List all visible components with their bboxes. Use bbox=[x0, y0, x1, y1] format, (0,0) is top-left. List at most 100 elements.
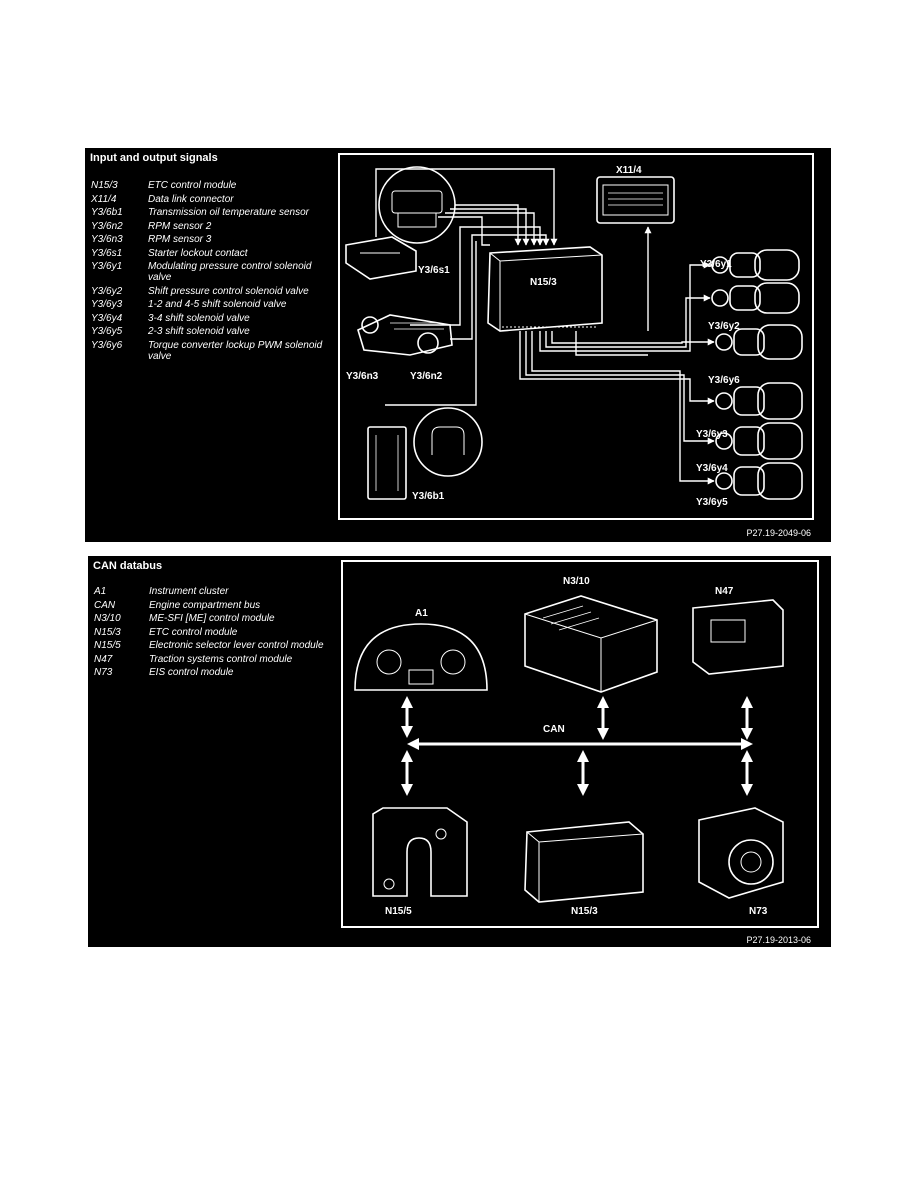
can-bus-diagram: A1 N3/10 N47 CAN N15/5 N15/3 N73 bbox=[341, 560, 819, 928]
legend-code: Y3/6y4 bbox=[91, 312, 123, 324]
legend-code: Y3/6y6 bbox=[91, 339, 123, 351]
legend-list: N15/3 ETC control module X11/4 Data link c… bbox=[91, 180, 323, 364]
legend-code: Y3/6y3 bbox=[91, 299, 123, 310]
legend-code: Y3/6n3 bbox=[91, 234, 123, 245]
me-sfi-control-module-n3-10 bbox=[524, 595, 658, 693]
input-output-signals-panel: Input and output signals N15/3 ETC contro… bbox=[85, 148, 831, 542]
legend-item: CAN Engine compartment bus bbox=[94, 600, 324, 611]
legend-desc: 2-3 shift solenoid valve bbox=[148, 326, 250, 337]
legend-desc: Transmission oil temperature sensor bbox=[148, 207, 309, 218]
legend-item: Y3/6y6 Torque converter lockup PWM soleno… bbox=[91, 340, 323, 362]
y3-6n3-label: Y3/6n3 bbox=[346, 371, 379, 382]
y3-6b1-label: Y3/6b1 bbox=[412, 491, 445, 502]
legend-desc: EIS control module bbox=[149, 667, 234, 678]
legend-item: Y3/6s1 Starter lockout contact bbox=[91, 248, 323, 259]
legend-item: X11/4 Data link connector bbox=[91, 194, 323, 205]
traction-systems-control-module-n47 bbox=[692, 599, 784, 675]
starter-lockout-circle bbox=[378, 166, 456, 244]
y3-6y3-label: Y3/6y3 bbox=[696, 429, 728, 440]
oil-temperature-sensor-y3-6b1 bbox=[367, 426, 407, 500]
legend-desc: ETC control module bbox=[148, 180, 237, 191]
signal-wiring-diagram: X11/4 N15/3 Y3/6s1 Y3/6n3 Y3/6n2 Y3/6b1 … bbox=[338, 153, 814, 520]
n15-3-label: N15/3 bbox=[571, 906, 598, 917]
x11-4-label: X11/4 bbox=[616, 165, 642, 176]
legend-desc: Traction systems control module bbox=[149, 653, 293, 665]
panel-title: Input and output signals bbox=[90, 152, 218, 164]
legend-desc: RPM sensor 3 bbox=[148, 234, 212, 245]
panel-title: CAN databus bbox=[93, 560, 163, 572]
legend-desc: RPM sensor 2 bbox=[148, 220, 212, 232]
figure-reference: P27.19-2049-06 bbox=[746, 528, 811, 538]
legend-code: Y3/6s1 bbox=[91, 247, 123, 259]
etc-control-module-n15-3 bbox=[487, 246, 603, 332]
selector-lever-module-n15-5 bbox=[372, 807, 468, 897]
legend-code: Y3/6y2 bbox=[91, 285, 123, 297]
legend-desc: Starter lockout contact bbox=[148, 247, 248, 259]
can-bus-lines bbox=[401, 696, 753, 796]
y3-6s1-label: Y3/6s1 bbox=[418, 265, 450, 276]
y3-6y6-label: Y3/6y6 bbox=[708, 375, 740, 386]
legend-code: N3/10 bbox=[94, 613, 121, 624]
legend-code: Y3/6y1 bbox=[91, 261, 123, 272]
instrument-cluster-a1 bbox=[354, 623, 488, 691]
n3-10-label: N3/10 bbox=[563, 576, 590, 587]
legend-code: N15/3 bbox=[91, 180, 118, 191]
legend-item: Y3/6y5 2-3 shift solenoid valve bbox=[91, 326, 323, 337]
wiring-diagram-svg: X11/4 N15/3 Y3/6s1 Y3/6n3 Y3/6n2 Y3/6b1 … bbox=[345, 165, 803, 508]
legend-desc: Instrument cluster bbox=[149, 586, 229, 597]
legend-item: Y3/6n2 RPM sensor 2 bbox=[91, 221, 323, 232]
legend-item: N3/10 ME-SFI [ME] control module bbox=[94, 613, 324, 624]
legend-item: Y3/6n3 RPM sensor 3 bbox=[91, 234, 323, 245]
legend-desc: 3-4 shift solenoid valve bbox=[148, 312, 250, 324]
legend-item: N15/3 ETC control module bbox=[91, 180, 323, 191]
legend-desc: Modulating pressure control solenoid val… bbox=[148, 261, 312, 283]
legend-desc: Engine compartment bus bbox=[149, 599, 261, 611]
y3-6y2-label: Y3/6y2 bbox=[708, 321, 740, 332]
can-databus-panel: CAN databus A1 Instrument cluster CAN Engi… bbox=[88, 556, 831, 947]
legend-desc: Torque converter lockup PWM solenoid val… bbox=[148, 339, 323, 362]
etc-control-module-n15-3 bbox=[524, 821, 644, 903]
legend-desc: Shift pressure control solenoid valve bbox=[148, 285, 309, 297]
legend-item: Y3/6b1 Transmission oil temperature senso… bbox=[91, 207, 323, 218]
legend-code: CAN bbox=[94, 599, 116, 611]
legend-code: N15/3 bbox=[94, 626, 121, 638]
legend-code: A1 bbox=[94, 586, 107, 597]
legend-desc: ETC control module bbox=[149, 626, 238, 638]
legend-code: X11/4 bbox=[91, 193, 117, 205]
legend-item: A1 Instrument cluster bbox=[94, 586, 324, 597]
can-label: CAN bbox=[543, 724, 565, 735]
n73-label: N73 bbox=[749, 906, 768, 917]
rpm-sensor-bracket bbox=[357, 314, 453, 356]
legend-item: N47 Traction systems control module bbox=[94, 654, 324, 665]
legend-list: A1 Instrument cluster CAN Engine compartme… bbox=[94, 586, 324, 681]
y3-6n2-label: Y3/6n2 bbox=[410, 371, 443, 382]
legend-code: Y3/6y5 bbox=[91, 326, 123, 337]
legend-item: N15/3 ETC control module bbox=[94, 627, 324, 638]
legend-item: Y3/6y1 Modulating pressure control soleno… bbox=[91, 261, 323, 283]
legend-code: N47 bbox=[94, 653, 113, 665]
legend-item: Y3/6y4 3-4 shift solenoid valve bbox=[91, 313, 323, 324]
y3-6y5-label: Y3/6y5 bbox=[696, 497, 728, 508]
legend-desc: Data link connector bbox=[148, 193, 234, 205]
signal-wires bbox=[375, 168, 715, 485]
n47-label: N47 bbox=[715, 586, 734, 597]
legend-item: N73 EIS control module bbox=[94, 667, 324, 678]
y3-6y4-label: Y3/6y4 bbox=[696, 463, 728, 474]
legend-item: Y3/6y2 Shift pressure control solenoid va… bbox=[91, 286, 323, 297]
y3-6y1-label: Y3/6y1 bbox=[700, 259, 732, 270]
legend-code: Y3/6n2 bbox=[91, 220, 123, 232]
can-diagram-svg: A1 N3/10 N47 CAN N15/5 N15/3 N73 bbox=[354, 576, 784, 917]
legend-desc: ME-SFI [ME] control module bbox=[149, 613, 275, 624]
n15-3-label: N15/3 bbox=[530, 277, 557, 288]
n15-5-label: N15/5 bbox=[385, 906, 412, 917]
legend-code: Y3/6b1 bbox=[91, 207, 123, 218]
solenoid-valves bbox=[711, 249, 803, 500]
legend-desc: Electronic selector lever control module bbox=[149, 640, 324, 651]
a1-label: A1 bbox=[415, 608, 428, 619]
legend-code: N73 bbox=[94, 667, 113, 678]
starter-lockout-contact-y3-6s1 bbox=[345, 236, 417, 280]
data-link-connector-x11-4 bbox=[596, 176, 675, 224]
figure-reference: P27.19-2013-06 bbox=[746, 935, 811, 945]
legend-code: N15/5 bbox=[94, 640, 121, 651]
